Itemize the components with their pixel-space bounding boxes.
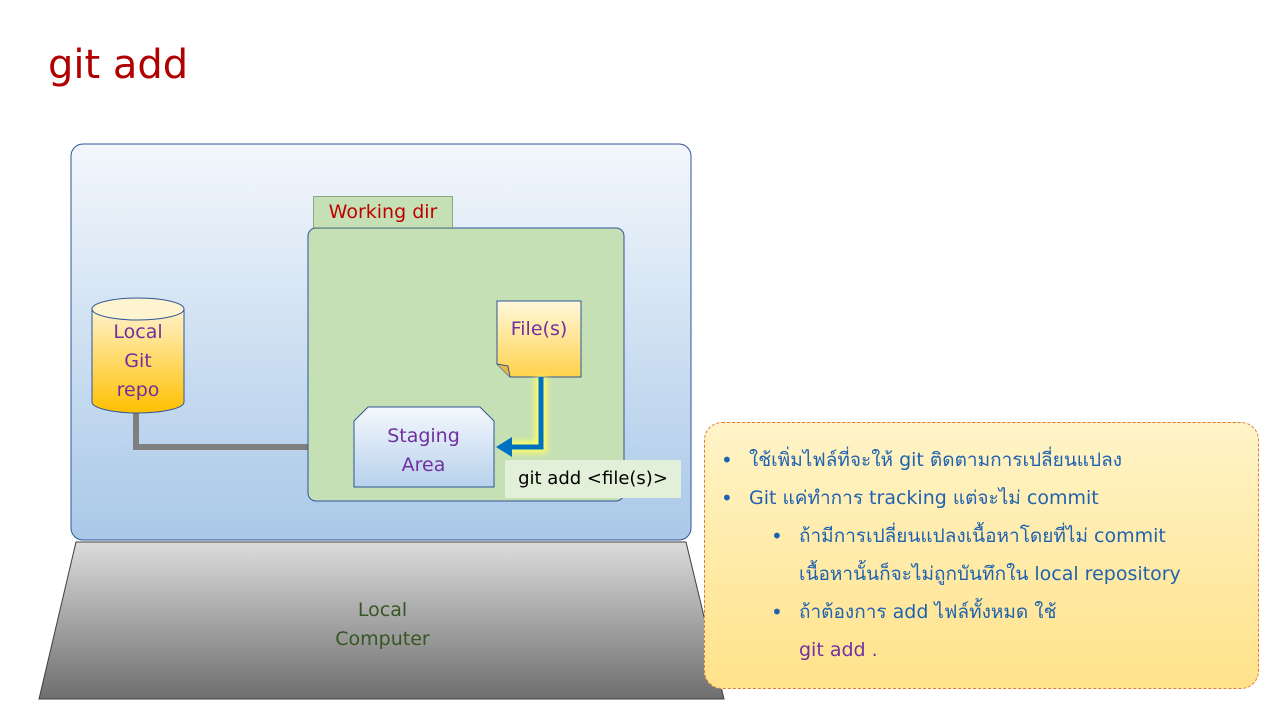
local-computer-label: Local Computer (335, 599, 430, 650)
file-corner-fold (496, 363, 511, 378)
git-add-command-label: git add <file(s)> (505, 460, 681, 498)
note-command: git add . (799, 639, 878, 661)
files-label: File(s) (510, 318, 568, 340)
note-item: • Git แค่ทำการ tracking แต่จะไม่ commit (719, 479, 1242, 517)
staging-area-box (353, 406, 495, 488)
notes-list: • ใช้เพิ่มไฟล์ที่จะให้ git ติดตามการเปลี… (719, 441, 1242, 669)
note-subitem: • ถ้ามีการเปลี่ยนแปลงเนื้อหาโดยที่ไม่ co… (719, 517, 1242, 555)
staging-area-label: Staging Area (387, 425, 460, 476)
page-title: git add (48, 42, 189, 88)
note-subitem: • ถ้าต้องการ add ไฟล์ทั้งหมด ใช้ (719, 593, 1242, 631)
working-dir-label: Working dir (313, 196, 453, 228)
local-computer-base (38, 541, 725, 700)
notes-box: • ใช้เพิ่มไฟล์ที่จะให้ git ติดตามการเปลี… (704, 422, 1259, 689)
note-item: • ใช้เพิ่มไฟล์ที่จะให้ git ติดตามการเปลี… (719, 441, 1242, 479)
git-add-arrow (496, 377, 547, 457)
repo-staging-connector (133, 402, 354, 450)
bullet-icon: • (721, 448, 733, 472)
bullet-icon: • (721, 486, 733, 510)
local-git-repo-cylinder (91, 297, 185, 414)
bullet-icon: • (771, 600, 783, 624)
local-git-repo-label: Local Git repo (113, 321, 163, 401)
note-subitem-continuation: เนื้อหานั้นก็จะไม่ถูกบันทึกใน local repo… (799, 563, 1181, 585)
bullet-icon: • (771, 524, 783, 548)
